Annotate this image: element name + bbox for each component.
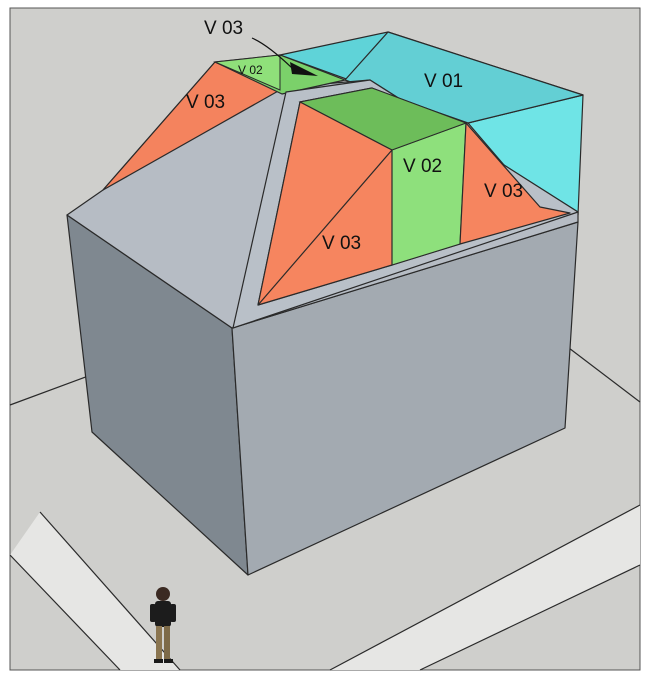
label-v03-front-left: V 03 <box>322 233 361 254</box>
volume-v02-back-top <box>213 54 281 91</box>
callout-arrowhead <box>290 62 318 76</box>
callout-leader-line <box>251 37 293 69</box>
lot-line-left <box>9 554 121 671</box>
label-v02-front: V 02 <box>403 156 442 177</box>
sidewalk-edge-right <box>419 564 641 671</box>
front-diagonal <box>257 149 393 306</box>
volume-v03-front-right <box>459 122 571 245</box>
sidewalk <box>10 512 180 670</box>
label-v03-callout: V 03 <box>204 18 243 39</box>
person-scale-figure <box>150 587 176 663</box>
lot-line-right <box>564 344 641 403</box>
label-v02-back: V 02 <box>238 63 263 77</box>
label-v03-front-right: V 03 <box>484 181 523 202</box>
curb-line-right <box>329 504 641 671</box>
volume-v03-front-left-face <box>257 101 393 306</box>
label-v03-back-left: V 03 <box>186 92 225 113</box>
label-v01: V 01 <box>424 71 463 92</box>
